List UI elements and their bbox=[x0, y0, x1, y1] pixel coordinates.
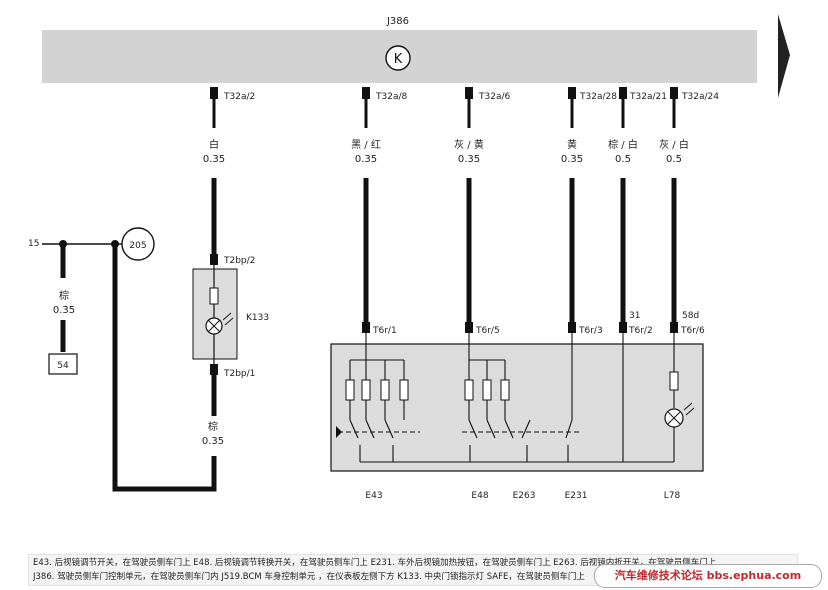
terminal-15: 15 bbox=[28, 239, 39, 249]
wire2-size: 0.35 bbox=[355, 154, 377, 165]
fuse-box-label: 54 bbox=[57, 361, 69, 371]
upper-wires bbox=[212, 99, 676, 128]
pin-t32a-24: T32a/24 bbox=[681, 92, 719, 102]
pin-t32a-8: T32a/8 bbox=[375, 92, 407, 102]
terminal-58d: 58d bbox=[682, 311, 699, 321]
wire8-size: 0.35 bbox=[202, 436, 224, 447]
wiring-diagram: J386 K T32a/2 T32a/8 T32a/6 T32a/28 T32a… bbox=[28, 14, 790, 501]
wire8-color: 棕 bbox=[208, 420, 218, 433]
internal-resistors bbox=[345, 371, 679, 401]
forum-watermark: 汽车维修技术论坛 bbs.ephua.com bbox=[594, 564, 822, 588]
pin-t6r-3: T6r/3 bbox=[578, 326, 603, 336]
internal-circuit bbox=[338, 333, 675, 463]
module-symbol-circle bbox=[385, 45, 411, 71]
wire4-color: 黄 bbox=[567, 138, 577, 151]
wire2-color: 黑 / 红 bbox=[351, 138, 381, 151]
pin-t6r-2: T6r/2 bbox=[628, 326, 653, 336]
label-e43: E43 bbox=[365, 491, 382, 501]
label-e263: E263 bbox=[513, 491, 536, 501]
caption-line-1: E43. 后视镜调节开关，在驾驶员侧车门上 E48. 后视镜调节转换开关，在驾驶… bbox=[33, 558, 717, 568]
k133-label: K133 bbox=[246, 313, 269, 323]
wire4-size: 0.35 bbox=[561, 154, 583, 165]
module-symbol: K bbox=[394, 52, 403, 67]
continuation-arrow-icon bbox=[778, 14, 790, 98]
pin-t32a-2: T32a/2 bbox=[223, 92, 255, 102]
wire7-size: 0.35 bbox=[53, 305, 75, 316]
main-wires bbox=[211, 178, 677, 322]
ground-return-wire bbox=[112, 244, 217, 492]
label-l78: L78 bbox=[664, 491, 681, 501]
pin-t6r-6: T6r/6 bbox=[680, 326, 705, 336]
terminal-31: 31 bbox=[629, 311, 640, 321]
k133-resistor bbox=[209, 287, 219, 305]
wire1-color: 白 bbox=[209, 138, 219, 151]
k133-pin-bottom: T2bp/1 bbox=[223, 369, 255, 379]
switch-assembly-box bbox=[330, 343, 704, 472]
pin-t32a-6: T32a/6 bbox=[478, 92, 510, 102]
module-name: J386 bbox=[386, 16, 409, 27]
ground-node-205 bbox=[121, 227, 155, 261]
switch-actuator-icon bbox=[336, 426, 342, 438]
label-e48: E48 bbox=[471, 491, 488, 501]
label-e231: E231 bbox=[565, 491, 588, 501]
wire7-color: 棕 bbox=[59, 289, 69, 302]
pin-t32a-21: T32a/21 bbox=[629, 92, 667, 102]
ground-node-label: 205 bbox=[129, 241, 146, 251]
module-pins bbox=[210, 87, 678, 99]
wire3-size: 0.35 bbox=[458, 154, 480, 165]
wire5-color: 棕 / 白 bbox=[608, 138, 638, 151]
wire1-size: 0.35 bbox=[203, 154, 225, 165]
caption-line-2: J386. 驾驶员侧车门控制单元，在驾驶员侧车门内 J519.BCM 车身控制单… bbox=[33, 572, 585, 582]
wire5-size: 0.5 bbox=[615, 154, 631, 165]
wire6-size: 0.5 bbox=[666, 154, 682, 165]
pin-t32a-28: T32a/28 bbox=[579, 92, 617, 102]
switch-box-pins bbox=[362, 322, 678, 333]
wire3-color: 灰 / 黄 bbox=[454, 138, 484, 151]
wire6-color: 灰 / 白 bbox=[659, 138, 689, 151]
pin-t6r-5: T6r/5 bbox=[475, 326, 500, 336]
fuse-box-54 bbox=[48, 353, 78, 375]
pin-t6r-1: T6r/1 bbox=[372, 326, 397, 336]
k133-pin-top: T2bp/2 bbox=[223, 256, 255, 266]
